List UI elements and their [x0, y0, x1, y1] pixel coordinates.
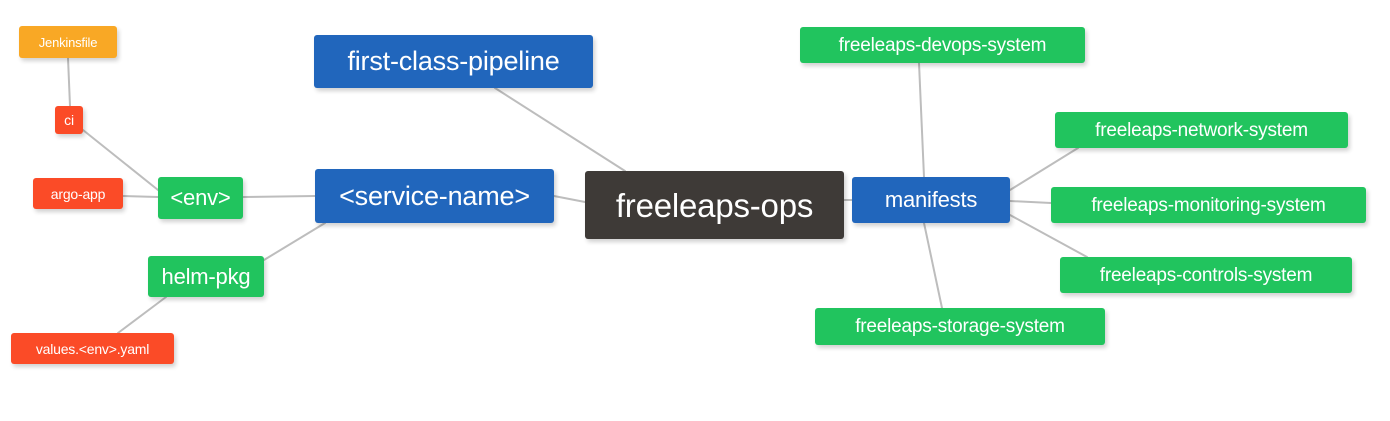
node-freeleaps-controls-system[interactable]: freeleaps-controls-system [1060, 257, 1352, 293]
edge-manifests-to-freeleaps-network-system [1009, 147, 1079, 191]
node-values-env-yaml[interactable]: values.<env>.yaml [11, 333, 174, 364]
node-label: freeleaps-devops-system [838, 34, 1047, 56]
node-env[interactable]: <env> [158, 177, 243, 219]
edge-jenkinsfile-to-ci [67, 57, 71, 107]
edge-env-to-service-name [242, 195, 316, 198]
node-label: freeleaps-controls-system [1099, 264, 1313, 286]
node-label: freeleaps-storage-system [855, 316, 1065, 337]
node-first-class-pipeline[interactable]: first-class-pipeline [314, 35, 593, 88]
node-label: freeleaps-monitoring-system [1091, 194, 1326, 216]
edge-argo-app-to-env [122, 195, 159, 198]
node-label: manifests [884, 187, 978, 212]
edge-service-name-to-helm-pkg [263, 222, 326, 261]
edge-manifests-to-freeleaps-monitoring-system [1009, 200, 1052, 204]
node-label: ci [64, 112, 74, 128]
node-ci[interactable]: ci [55, 106, 83, 134]
node-label: <env> [170, 185, 231, 210]
node-label: Jenkinsfile [38, 34, 98, 50]
edge-service-name-to-freeleaps-ops [553, 195, 586, 203]
edge-manifests-to-freeleaps-devops-system [918, 62, 925, 178]
node-label: first-class-pipeline [347, 46, 560, 76]
node-manifests[interactable]: manifests [852, 177, 1010, 223]
node-jenkinsfile[interactable]: Jenkinsfile [19, 26, 117, 58]
node-freeleaps-network-system[interactable]: freeleaps-network-system [1055, 112, 1348, 148]
node-service-name[interactable]: <service-name> [315, 169, 554, 223]
edge-manifests-to-freeleaps-storage-system [923, 222, 943, 309]
node-freeleaps-ops[interactable]: freeleaps-ops [585, 171, 844, 239]
node-label: <service-name> [339, 180, 530, 211]
node-label: freeleaps-ops [615, 186, 814, 224]
node-argo-app[interactable]: argo-app [33, 178, 123, 209]
edge-helm-pkg-to-values-env-yaml [117, 296, 167, 334]
node-label: values.<env>.yaml [35, 340, 150, 357]
node-helm-pkg[interactable]: helm-pkg [148, 256, 264, 297]
edge-first-class-pipeline-to-freeleaps-ops [494, 87, 626, 172]
node-freeleaps-storage-system[interactable]: freeleaps-storage-system [815, 308, 1105, 345]
node-freeleaps-devops-system[interactable]: freeleaps-devops-system [800, 27, 1085, 63]
node-label: argo-app [50, 185, 106, 202]
node-label: helm-pkg [161, 263, 251, 289]
node-freeleaps-monitoring-system[interactable]: freeleaps-monitoring-system [1051, 187, 1366, 223]
node-label: freeleaps-network-system [1095, 119, 1308, 141]
